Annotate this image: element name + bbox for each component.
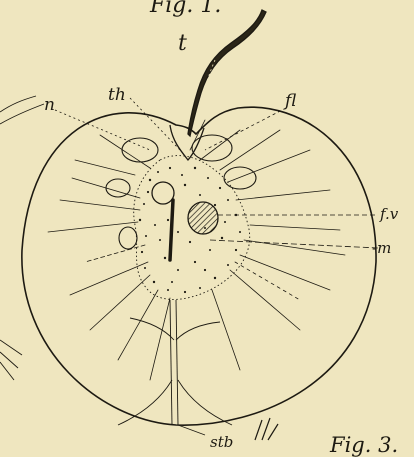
label-fv: f.v xyxy=(379,205,399,223)
label-t: t xyxy=(178,31,187,56)
stalk-tube xyxy=(188,10,266,136)
chambers xyxy=(106,135,256,249)
margin-scribble xyxy=(255,418,278,440)
leader-lines xyxy=(55,98,378,435)
label-m: -m xyxy=(372,239,391,257)
food-vacuole xyxy=(188,202,218,234)
label-stb: stb xyxy=(210,433,233,451)
central-rod xyxy=(170,200,173,260)
top-caption: Fig. 1. xyxy=(149,0,221,18)
bottom-caption: Fig. 3. xyxy=(329,433,398,457)
adjacent-figure-fragment xyxy=(0,96,44,380)
label-th: th xyxy=(108,85,126,105)
radiating-strands xyxy=(48,120,345,380)
basal-fibres xyxy=(118,300,232,425)
disc-outline xyxy=(22,107,376,425)
nucleus xyxy=(152,182,174,204)
label-fl: fl xyxy=(283,91,296,111)
label-n: n xyxy=(44,95,55,115)
